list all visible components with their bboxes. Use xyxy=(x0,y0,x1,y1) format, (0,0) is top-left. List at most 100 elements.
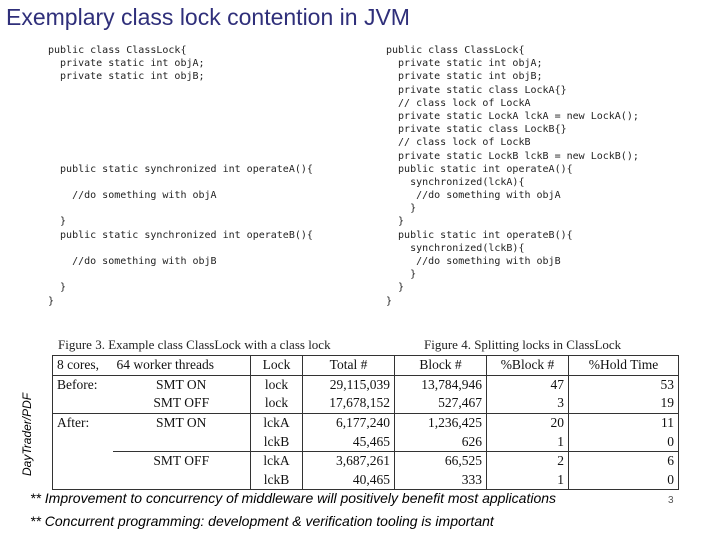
cell-pct-hold: 6 xyxy=(568,450,679,471)
code-line xyxy=(48,110,313,123)
code-line xyxy=(48,268,313,281)
cell-total: 40,465 xyxy=(302,470,395,490)
code-line: } xyxy=(48,282,67,294)
code-line: //do something with objB xyxy=(48,256,217,267)
cell-smt xyxy=(113,471,251,490)
code-listing-class-lock: public class ClassLock{ private static i… xyxy=(48,44,313,308)
cell-smt xyxy=(113,432,251,451)
code-line: //do something with objB xyxy=(386,256,561,267)
cell-block: 13,784,946 xyxy=(394,375,487,395)
cell-phase: After: xyxy=(52,412,113,433)
code-line: } xyxy=(386,269,417,281)
code-line: public static synchronized int operateB(… xyxy=(48,229,313,241)
code-line: synchronized(lckA){ xyxy=(386,176,525,188)
cell-total: 45,465 xyxy=(302,432,395,452)
cell-pct-block: 3 xyxy=(486,394,569,414)
cell-smt: SMT ON xyxy=(156,376,207,392)
cell-total: 17,678,152 xyxy=(302,394,395,414)
header-block: Block # xyxy=(394,355,487,376)
header-pct-block: %Block # xyxy=(486,355,569,376)
cell-pct-block: 20 xyxy=(486,412,569,433)
code-line: public class ClassLock{ xyxy=(386,45,525,56)
cell-phase xyxy=(53,394,113,413)
code-line: private static int objB; xyxy=(48,71,205,83)
cell-lock: lckA xyxy=(250,412,303,433)
code-listing-split-locks: public class ClassLock{ private static i… xyxy=(386,44,639,308)
code-line: private static int objB; xyxy=(386,71,543,83)
page-number: 3 xyxy=(668,495,674,506)
code-line xyxy=(48,176,313,189)
cell-pct-hold: 0 xyxy=(568,432,679,452)
code-line: } xyxy=(386,216,405,228)
table-header-row: 8 cores, 64 worker threads Lock Total # … xyxy=(52,355,679,376)
code-line: public static synchronized int operateA(… xyxy=(48,163,313,175)
code-line: // class lock of LockA xyxy=(386,97,531,109)
cell-pct-hold: 11 xyxy=(568,412,679,433)
header-total: Total # xyxy=(302,355,395,376)
cell-pct-block: 47 xyxy=(486,375,569,395)
cell-block: 1,236,425 xyxy=(394,412,487,433)
cell-block: 66,525 xyxy=(394,450,487,471)
cell-block: 333 xyxy=(394,470,487,490)
figure-caption-right: Figure 4. Splitting locks in ClassLock xyxy=(424,337,622,352)
side-label: DayTrader/PDF xyxy=(20,392,34,476)
cell-smt: SMT ON xyxy=(112,412,251,433)
code-line xyxy=(48,202,313,215)
header-threads: 64 worker threads xyxy=(112,355,251,376)
header-lock: Lock xyxy=(250,355,303,376)
code-line: synchronized(lckB){ xyxy=(386,242,525,254)
table-row: SMT OFF lckA 3,687,261 66,525 2 6 xyxy=(53,450,679,471)
cell-smt: SMT OFF xyxy=(112,450,251,471)
header-pct-hold: %Hold Time xyxy=(568,355,679,376)
cell-lock: lock xyxy=(250,375,303,395)
code-line: public static int operateA(){ xyxy=(386,163,573,175)
cell-block: 626 xyxy=(394,432,487,452)
cell-pct-block: 2 xyxy=(486,450,569,471)
cell-phase: Before: xyxy=(57,376,98,392)
code-line: } xyxy=(386,295,393,307)
cell-lock: lckB xyxy=(250,432,303,452)
code-line: private static LockB lckB = new LockB(); xyxy=(386,150,639,162)
cell-pct-hold: 0 xyxy=(568,470,679,490)
code-line: } xyxy=(386,282,405,294)
code-line: private static int objA; xyxy=(48,58,205,70)
code-line xyxy=(48,97,313,110)
code-line: } xyxy=(386,203,417,215)
cell-block: 527,467 xyxy=(394,394,487,414)
code-line: // class lock of LockB xyxy=(386,137,531,149)
cell-total: 29,115,039 xyxy=(302,375,395,395)
code-line: private static class LockA{} xyxy=(386,84,567,96)
header-cores: 8 cores, xyxy=(52,355,113,376)
cell-lock: lckA xyxy=(250,450,303,471)
code-line: private static int objA; xyxy=(386,58,543,70)
code-line xyxy=(48,84,313,97)
table-row: Before: SMT ON lock 29,115,039 13,784,94… xyxy=(53,375,679,395)
code-line: private static LockA lckA = new LockA(); xyxy=(386,110,639,122)
note-concurrency: ** Improvement to concurrency of middlew… xyxy=(30,490,557,506)
code-line xyxy=(48,123,313,136)
cell-pct-block: 1 xyxy=(486,432,569,452)
table-row: lckB 40,465 333 1 0 xyxy=(53,470,679,490)
table-row: lckB 45,465 626 1 0 xyxy=(53,432,679,452)
cell-lock: lckB xyxy=(250,470,303,490)
code-line: private static class LockB{} xyxy=(386,124,567,136)
cell-pct-block: 1 xyxy=(486,470,569,490)
cell-pct-hold: 53 xyxy=(568,375,679,395)
figure-caption-left: Figure 3. Example class ClassLock with a… xyxy=(58,337,331,352)
note-tooling: ** Concurrent programming: development &… xyxy=(30,513,494,529)
cell-pct-hold: 19 xyxy=(568,394,679,414)
code-line: //do something with objA xyxy=(48,190,217,202)
code-line: //do something with objA xyxy=(386,190,561,202)
code-line xyxy=(48,242,313,255)
cell-total: 3,687,261 xyxy=(302,450,395,471)
code-line xyxy=(48,150,313,163)
cell-phase xyxy=(53,471,113,490)
table-row: After: SMT ON lckA 6,177,240 1,236,425 2… xyxy=(52,412,679,433)
code-line: } xyxy=(48,216,67,228)
code-line: public class ClassLock{ xyxy=(48,45,187,56)
table-row: SMT OFF lock 17,678,152 527,467 3 19 xyxy=(53,394,679,414)
code-line: public static int operateB(){ xyxy=(386,229,573,241)
cell-smt: SMT OFF xyxy=(153,395,210,411)
code-line xyxy=(48,136,313,149)
cell-phase xyxy=(53,451,113,470)
